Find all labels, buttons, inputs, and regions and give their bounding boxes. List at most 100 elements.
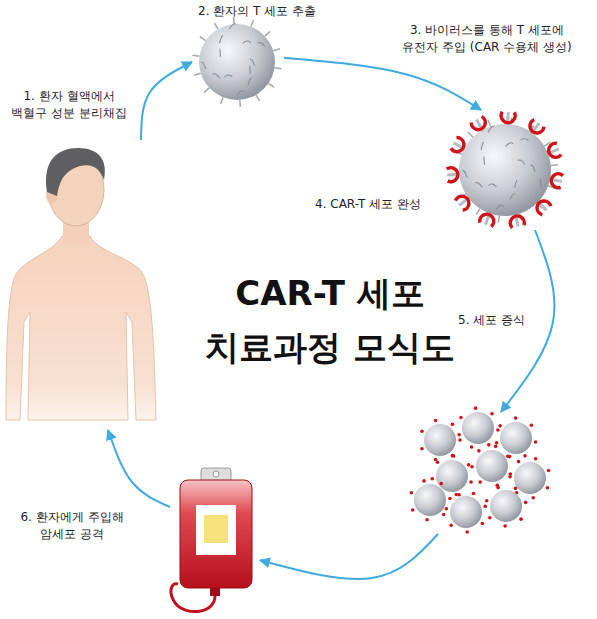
cell-spike: [221, 97, 224, 104]
step-label: 4. CAR-T 세포 완성: [315, 196, 421, 213]
receptor-dot: [487, 443, 491, 447]
cell-spike: [193, 55, 200, 56]
cell-spike: [233, 17, 235, 24]
patient-body: [6, 236, 156, 420]
receptor-dot: [410, 491, 414, 495]
receptor-dot: [514, 416, 518, 420]
illustration-node: 2. 환자의 T 세포 추출: [192, 20, 284, 104]
cell-fibre: [220, 36, 223, 43]
receptor-dot: [422, 479, 426, 483]
cell-fibre: [481, 142, 484, 150]
cell-fibre: [257, 43, 264, 47]
car-receptor: [550, 173, 563, 189]
bag-hole: [213, 471, 219, 477]
cell-spike: [476, 209, 480, 215]
car-receptor: [470, 116, 487, 132]
bag-label-inner: [204, 515, 228, 543]
cell-fibre: [531, 165, 535, 172]
illustration-node: 5. 세포 증식: [410, 412, 550, 534]
step-label: 6. 환자에게 주입해 암세포 공격: [16, 509, 128, 543]
step-label: 2. 환자의 T 세포 추출: [198, 3, 316, 20]
receptor-dot: [477, 449, 481, 453]
receptor-dot: [469, 480, 473, 484]
cell-fibre: [475, 182, 482, 187]
cell-spike: [268, 83, 274, 87]
receptor-dot: [496, 486, 500, 490]
receptor-dot: [508, 455, 512, 459]
flow-arrow: [108, 430, 170, 507]
car-receptor: [547, 142, 562, 159]
receptor-dot: [451, 423, 455, 427]
cell-spike: [468, 132, 473, 137]
receptor-dot: [490, 412, 494, 416]
receptor-dot: [442, 513, 446, 517]
cell-spike: [265, 31, 270, 36]
car-receptor: [501, 112, 516, 123]
cell-spike: [498, 216, 500, 223]
blood-bag: [171, 468, 252, 612]
receptor-dot: [517, 460, 521, 464]
cell-fibre: [463, 171, 467, 178]
cell-fibre: [219, 49, 221, 57]
cell-spike: [488, 120, 490, 127]
car-t-cell-small: [490, 490, 522, 522]
car-t-cell-small: [476, 450, 508, 482]
cell-spike: [551, 164, 558, 166]
cell-fibre: [243, 41, 251, 43]
receptor-dot: [481, 522, 485, 526]
receptor-dot: [458, 438, 462, 442]
cell-fibre: [229, 24, 236, 29]
cell-fibre: [237, 91, 244, 96]
car-receptor: [479, 212, 496, 227]
car-receptor: [447, 167, 459, 182]
receptor-dot: [472, 492, 476, 496]
cell-spike: [239, 100, 241, 107]
receptor-dot: [411, 508, 415, 512]
receptor-dot: [508, 475, 512, 479]
car-t-cell-small: [436, 460, 468, 492]
car-receptor: [509, 215, 525, 228]
cell-fibre: [539, 179, 541, 187]
receptor-dot: [524, 501, 528, 505]
cell-fibre: [489, 184, 497, 186]
flow-arrow: [260, 534, 438, 579]
cell-fibre: [249, 66, 251, 74]
receptor-dot: [485, 499, 489, 503]
car-receptor: [527, 119, 545, 136]
bag-tube: [171, 584, 215, 612]
car-receptor: [450, 137, 466, 154]
receptor-dot: [425, 518, 429, 522]
receptor-dot: [434, 419, 438, 423]
receptor-dot: [470, 465, 474, 469]
cell-spike: [194, 73, 201, 75]
car-receptor: [534, 198, 551, 215]
receptor-dot: [496, 428, 500, 432]
receptor-dot: [420, 430, 424, 434]
step-label: 5. 세포 증식: [458, 312, 525, 329]
receptor-dot: [534, 440, 538, 444]
cell-spike: [215, 23, 218, 29]
car-t-cell-body: [459, 124, 551, 216]
diagram-title: CAR-T 세포 치료과정 모식도: [195, 266, 465, 375]
receptor-dot: [452, 454, 456, 458]
car-receptor: [455, 193, 472, 211]
flow-arrow: [284, 58, 481, 110]
illustration-node: 1. 환자 혈액에서 백혈구 성분 분리채집: [15, 140, 165, 430]
receptor-dot: [514, 487, 518, 491]
receptor-dot: [478, 480, 482, 484]
flow-arrow: [141, 62, 192, 140]
receptor-dot: [494, 445, 498, 449]
cell-fibre: [496, 205, 504, 208]
car-t-cell-small: [500, 422, 532, 454]
receptor-dot: [523, 454, 527, 458]
receptor-dot: [474, 406, 478, 410]
receptor-dot: [457, 433, 461, 437]
receptor-dot: [498, 424, 502, 428]
cell-spike: [251, 20, 254, 27]
car-t-cell: [459, 124, 551, 216]
cell-spike: [200, 37, 206, 41]
receptor-dot: [420, 447, 424, 451]
car-t-cell-small: [424, 424, 456, 456]
car-t-cell-small: [462, 412, 494, 444]
